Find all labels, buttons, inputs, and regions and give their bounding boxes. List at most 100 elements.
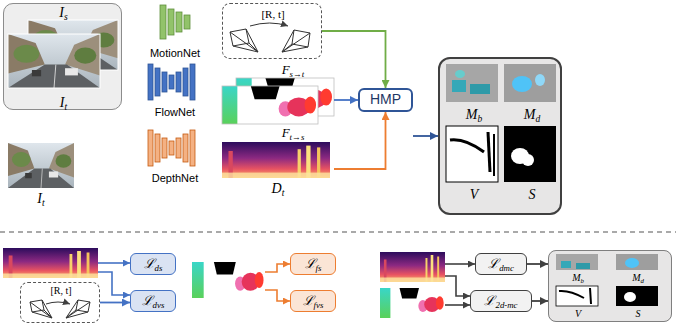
symbol-label: Mb xyxy=(448,107,500,122)
network-icon xyxy=(176,72,181,92)
loss-box: ℒfs xyxy=(290,253,336,275)
symbol-base: ℒ xyxy=(142,293,153,308)
street-photo xyxy=(8,34,100,88)
network-name: FlowNet xyxy=(135,106,215,118)
symbol-subscript: d xyxy=(535,114,540,124)
loss-box: ℒfvs xyxy=(290,290,336,312)
symbol-base: F xyxy=(282,125,290,140)
loss-input-line xyxy=(265,290,290,301)
flow-arrow xyxy=(532,300,548,302)
network-icon xyxy=(148,130,153,166)
symbol-label: Dt xyxy=(222,181,334,196)
symbol-subscript: t xyxy=(282,188,285,198)
loss-input-line xyxy=(265,264,290,272)
motion-mask xyxy=(624,292,636,302)
symbol-subscript: dmc xyxy=(499,262,514,272)
symbol-subscript: fvs xyxy=(314,299,324,309)
motion-mask xyxy=(455,70,465,78)
flow-maps: Fs→tFt→s xyxy=(222,63,334,140)
symbol-subscript: b xyxy=(580,277,583,284)
symbol-subscript: s xyxy=(64,12,68,22)
network-icon xyxy=(155,134,160,162)
motion-mask xyxy=(488,132,490,172)
symbol-label: S xyxy=(617,308,659,319)
box-label: ℒds xyxy=(144,257,163,271)
motion-mask xyxy=(576,263,590,269)
box-label: ℒfs xyxy=(305,257,322,271)
symbol-label: [R, t] xyxy=(223,8,323,20)
camera-icon xyxy=(282,30,310,52)
network-icon xyxy=(162,138,167,158)
symbol-base: M xyxy=(524,107,536,122)
symbol-label: Is xyxy=(4,5,123,20)
motion-mask xyxy=(493,134,495,176)
motion-mask xyxy=(556,254,598,270)
symbol-subscript: fs xyxy=(316,262,322,272)
flow-map xyxy=(222,86,318,124)
network-icon xyxy=(169,75,174,89)
symbol-base: ℒ xyxy=(488,256,499,271)
symbol-subscript: s→t xyxy=(290,69,305,79)
network-icon xyxy=(148,64,153,100)
depth-map: Dt xyxy=(222,140,334,198)
camera-icon xyxy=(230,29,258,52)
motion-mask xyxy=(590,288,591,304)
loss-input-line xyxy=(98,262,130,264)
box-label: HMP xyxy=(370,92,401,107)
loss-input-line xyxy=(98,272,130,295)
symbol-label: S xyxy=(506,187,558,202)
network-icon xyxy=(160,5,166,39)
symbol-base: ℒ xyxy=(305,256,316,271)
output-panel: MbMdVS xyxy=(548,250,672,322)
motion-mask xyxy=(452,80,466,92)
symbol-label: Ft→s xyxy=(252,126,334,140)
motion-mask xyxy=(446,64,658,306)
network-name: MotionNet xyxy=(135,47,215,59)
flow-map xyxy=(192,262,265,298)
symbol-base: F xyxy=(282,62,290,77)
symbol-base: M xyxy=(466,107,478,122)
motion-mask xyxy=(504,126,556,182)
symbol-subscript: t→s xyxy=(290,132,305,142)
network-block: MotionNet xyxy=(135,3,215,63)
motion-mask xyxy=(556,286,598,306)
box-label: ℒdvs xyxy=(142,294,165,308)
loss-input-line xyxy=(445,276,470,296)
network-icon xyxy=(155,68,160,96)
symbol-subscript: ds xyxy=(155,262,163,272)
motion-mask xyxy=(561,261,571,268)
symbol-base: D xyxy=(272,181,282,196)
network-icon xyxy=(168,9,174,35)
camera-icon xyxy=(66,300,90,318)
motion-mask xyxy=(504,64,556,102)
network-icon xyxy=(176,12,182,32)
symbol-base: I xyxy=(59,5,64,20)
street-photo xyxy=(8,143,74,188)
network-icon xyxy=(162,72,167,92)
motion-mask xyxy=(522,154,534,166)
depth-map xyxy=(380,252,445,282)
network-icon xyxy=(148,130,195,166)
symbol-label: Mb xyxy=(557,272,599,283)
network-block: FlowNet xyxy=(135,62,215,122)
symbol-base: ℒ xyxy=(303,293,314,308)
loss-input-line xyxy=(445,263,475,265)
camera-icon xyxy=(292,30,310,47)
camera-icon xyxy=(46,302,70,304)
flow-map xyxy=(192,78,445,318)
motion-mask xyxy=(512,76,532,92)
symbol-subscript: 2d-mc xyxy=(495,299,517,309)
symbol-label: Fs→t xyxy=(252,63,334,77)
network-icon xyxy=(190,64,195,100)
motion-mask xyxy=(446,64,498,102)
motion-mask xyxy=(535,74,545,86)
pose-box: [R, t] xyxy=(20,282,100,323)
symbol-label: [R, t] xyxy=(21,285,101,296)
loss-box: ℒds xyxy=(130,253,176,275)
symbol-label: Md xyxy=(617,272,659,283)
flow-arrow xyxy=(100,302,130,304)
network-icon xyxy=(169,141,174,155)
depth-map xyxy=(222,142,330,178)
